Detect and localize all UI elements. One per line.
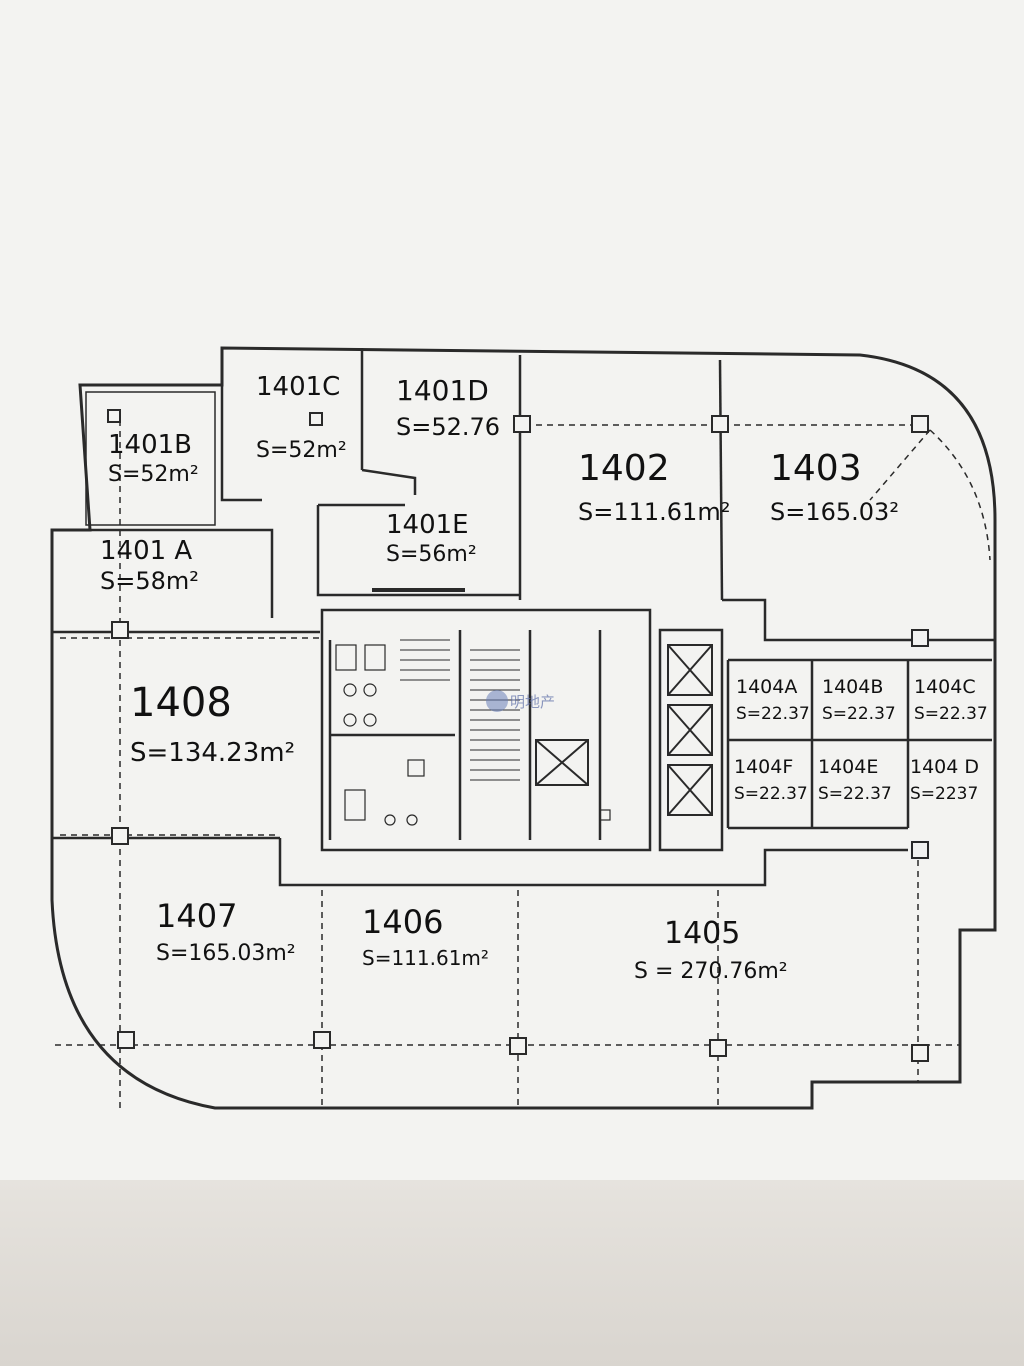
- elevator-shafts: [535, 644, 713, 816]
- unit-number: 1401C: [256, 372, 341, 402]
- unit-1404c: 1404C S=22.37: [914, 676, 988, 724]
- unit-number: 1404A: [736, 676, 798, 698]
- unit-number: 1404C: [914, 676, 976, 698]
- unit-1404d: 1404 D S=2237: [910, 756, 980, 804]
- unit-area: S=52m²: [108, 462, 199, 488]
- unit-1404a: 1404A S=22.37: [736, 676, 810, 724]
- restroom-fixtures: [335, 644, 611, 826]
- unit-area: S=22.37: [734, 783, 808, 804]
- unit-area: S=22.37: [818, 783, 892, 804]
- unit-area: S = 270.76m²: [634, 958, 788, 984]
- unit-area: S=22.37: [822, 703, 896, 724]
- unit-number: 1405: [664, 916, 741, 951]
- watermark-logo: [486, 690, 508, 712]
- unit-area: S=2237: [910, 783, 979, 804]
- unit-number: 1408: [130, 680, 232, 726]
- unit-1401c: 1401C S=52m²: [256, 372, 347, 464]
- room-walls: [52, 348, 995, 887]
- unit-number: 1404B: [822, 676, 884, 698]
- unit-1405: 1405 S = 270.76m²: [634, 916, 788, 983]
- watermark-text: 明地产: [510, 693, 556, 711]
- building-outline: [50, 346, 997, 1110]
- unit-area: S=22.37: [736, 703, 810, 724]
- unit-number: 1404E: [818, 756, 879, 778]
- unit-number: 1403: [770, 448, 862, 489]
- unit-area: S=111.61m²: [578, 497, 731, 526]
- unit-number: 1407: [156, 897, 238, 935]
- unit-1404f: 1404F S=22.37: [734, 756, 808, 804]
- unit-area: S=52.76: [396, 413, 501, 442]
- unit-area: S=134.23m²: [130, 738, 296, 768]
- unit-number: 1401B: [108, 430, 193, 460]
- page-shadow: [0, 1180, 1024, 1366]
- unit-area: S=52m²: [256, 438, 347, 464]
- unit-1401d: 1401D S=52.76: [396, 376, 500, 441]
- unit-area: S=165.03²: [770, 497, 899, 526]
- unit-number: 1401 A: [100, 536, 193, 566]
- structural-columns: [107, 409, 929, 1062]
- unit-area: S=56m²: [386, 542, 477, 568]
- unit-number: 1401D: [396, 374, 489, 407]
- unit-area: S=111.61m²: [362, 945, 489, 970]
- unit-area: S=22.37: [914, 703, 988, 724]
- unit-1404e: 1404E S=22.37: [818, 756, 892, 804]
- unit-number: 1404 D: [910, 756, 980, 778]
- unit-1404b: 1404B S=22.37: [822, 676, 896, 724]
- unit-number: 1406: [362, 903, 444, 941]
- unit-number: 1402: [578, 448, 670, 489]
- unit-area: S=58m²: [100, 567, 199, 596]
- unit-number: 1404F: [734, 756, 794, 778]
- unit-area: S=165.03m²: [156, 940, 296, 966]
- unit-number: 1401E: [386, 510, 469, 540]
